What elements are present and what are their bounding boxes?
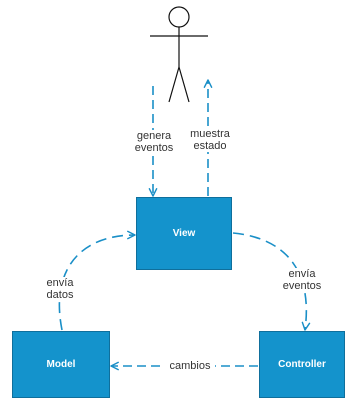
connector-envia-datos [58, 230, 136, 331]
controller-box-label: Controller [278, 359, 326, 370]
label-genera-line-2: eventos [134, 142, 174, 154]
label-envia-datos: envía datos [40, 277, 80, 301]
label-muestra-line-2: estado [193, 140, 227, 152]
label-genera-eventos: genera eventos [131, 130, 177, 154]
label-genera-line-1: genera [136, 130, 172, 142]
stick-figure-user-icon [150, 6, 208, 103]
label-envia-eventos-line-1: envía [288, 268, 316, 280]
view-box-label: View [172, 228, 196, 239]
label-muestra-line-1: muestra [190, 128, 230, 140]
label-cambios: cambios [165, 360, 215, 372]
label-envia-eventos-line-2: eventos [282, 280, 322, 292]
label-envia-datos-line-1: envía [46, 277, 74, 289]
view-box: View [136, 197, 232, 270]
label-envia-datos-line-2: datos [46, 289, 74, 301]
model-box: Model [12, 331, 110, 398]
model-box-label: Model [46, 359, 76, 370]
label-envia-eventos: envía eventos [278, 268, 326, 292]
actor-left-leg [168, 66, 180, 103]
actor-right-leg [178, 66, 190, 103]
label-muestra-estado: muestra estado [186, 128, 234, 152]
controller-box: Controller [259, 331, 345, 398]
label-cambios-text: cambios [169, 360, 211, 372]
connector-envia-eventos [232, 232, 311, 331]
actor-head [168, 6, 190, 28]
